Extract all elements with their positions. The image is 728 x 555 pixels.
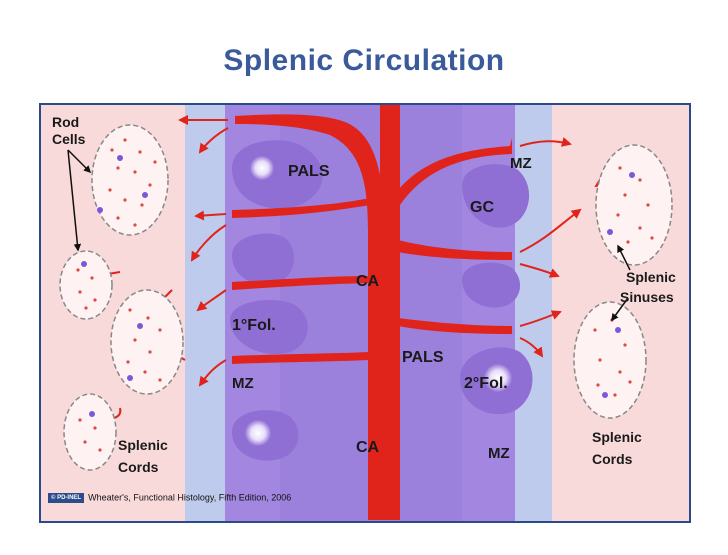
artery-branch-upper-right xyxy=(398,240,512,260)
sinus-right-bottom xyxy=(573,301,647,419)
label-splenic-cords-left-2: Cords xyxy=(118,459,159,475)
artery-branch-upper-left xyxy=(232,198,370,218)
germinal-center-bottom-left xyxy=(245,420,271,446)
germinal-center-top-left xyxy=(250,156,274,180)
artery-branch-mid-left xyxy=(232,276,370,290)
label-mz-left: MZ xyxy=(232,375,254,392)
label-mz-bottom-right: MZ xyxy=(488,445,510,462)
label-ca-lower: CA xyxy=(356,439,380,456)
caption-text: Wheater's, Functional Histology, Fifth E… xyxy=(88,492,292,503)
artery-branch-lower-left xyxy=(232,352,370,364)
slide-title: Splenic Circulation xyxy=(223,44,505,77)
primary-follicle xyxy=(230,300,308,355)
license-badge: © PD-INEL xyxy=(48,492,85,503)
label-rod-cells-1: Rod xyxy=(52,114,79,130)
germinal-center-secondary xyxy=(484,364,512,392)
artery-branch-top-right xyxy=(398,138,512,205)
label-ca-upper: CA xyxy=(356,273,380,290)
sinus-left-mid xyxy=(59,250,113,320)
label-pals-top: PALS xyxy=(288,163,330,180)
label-pointers xyxy=(67,149,631,322)
label-rod-cells-2: Cells xyxy=(52,131,86,147)
label-mz-top-right: MZ xyxy=(510,155,532,172)
label-primary-follicle: 1°Fol. xyxy=(232,317,276,334)
central-artery-trunk xyxy=(235,105,400,520)
follicle-mid-left xyxy=(232,233,295,285)
follicles xyxy=(230,140,533,461)
sinus-left-top xyxy=(91,124,169,236)
label-secondary-follicle: 2°Fol. xyxy=(464,375,508,392)
label-splenic-cords-right-2: Cords xyxy=(592,451,633,467)
sinus-right-top xyxy=(595,144,673,266)
purple-cells xyxy=(81,155,635,417)
label-splenic-cords-right-1: Splenic xyxy=(592,429,642,445)
follicle-gc xyxy=(462,164,530,228)
label-gc: GC xyxy=(470,199,494,216)
sinus-left-lower xyxy=(110,289,184,395)
diagram-labels: Rod Cells PALS MZ GC CA 1°Fol. PALS 2°Fo… xyxy=(52,114,676,475)
splenic-sinuses-group xyxy=(59,124,673,471)
label-splenic-cords-left-1: Splenic xyxy=(118,437,168,453)
label-splenic-sinuses-1: Splenic xyxy=(626,269,676,285)
artery-branch-mid-right xyxy=(398,318,512,334)
label-pals-lower: PALS xyxy=(402,349,444,366)
central-artery xyxy=(232,105,512,520)
follicle-top-left xyxy=(232,140,323,209)
follicle-mid-right xyxy=(462,262,521,308)
sinus-left-bottom xyxy=(63,393,117,471)
label-splenic-sinuses-2: Sinuses xyxy=(620,289,674,305)
